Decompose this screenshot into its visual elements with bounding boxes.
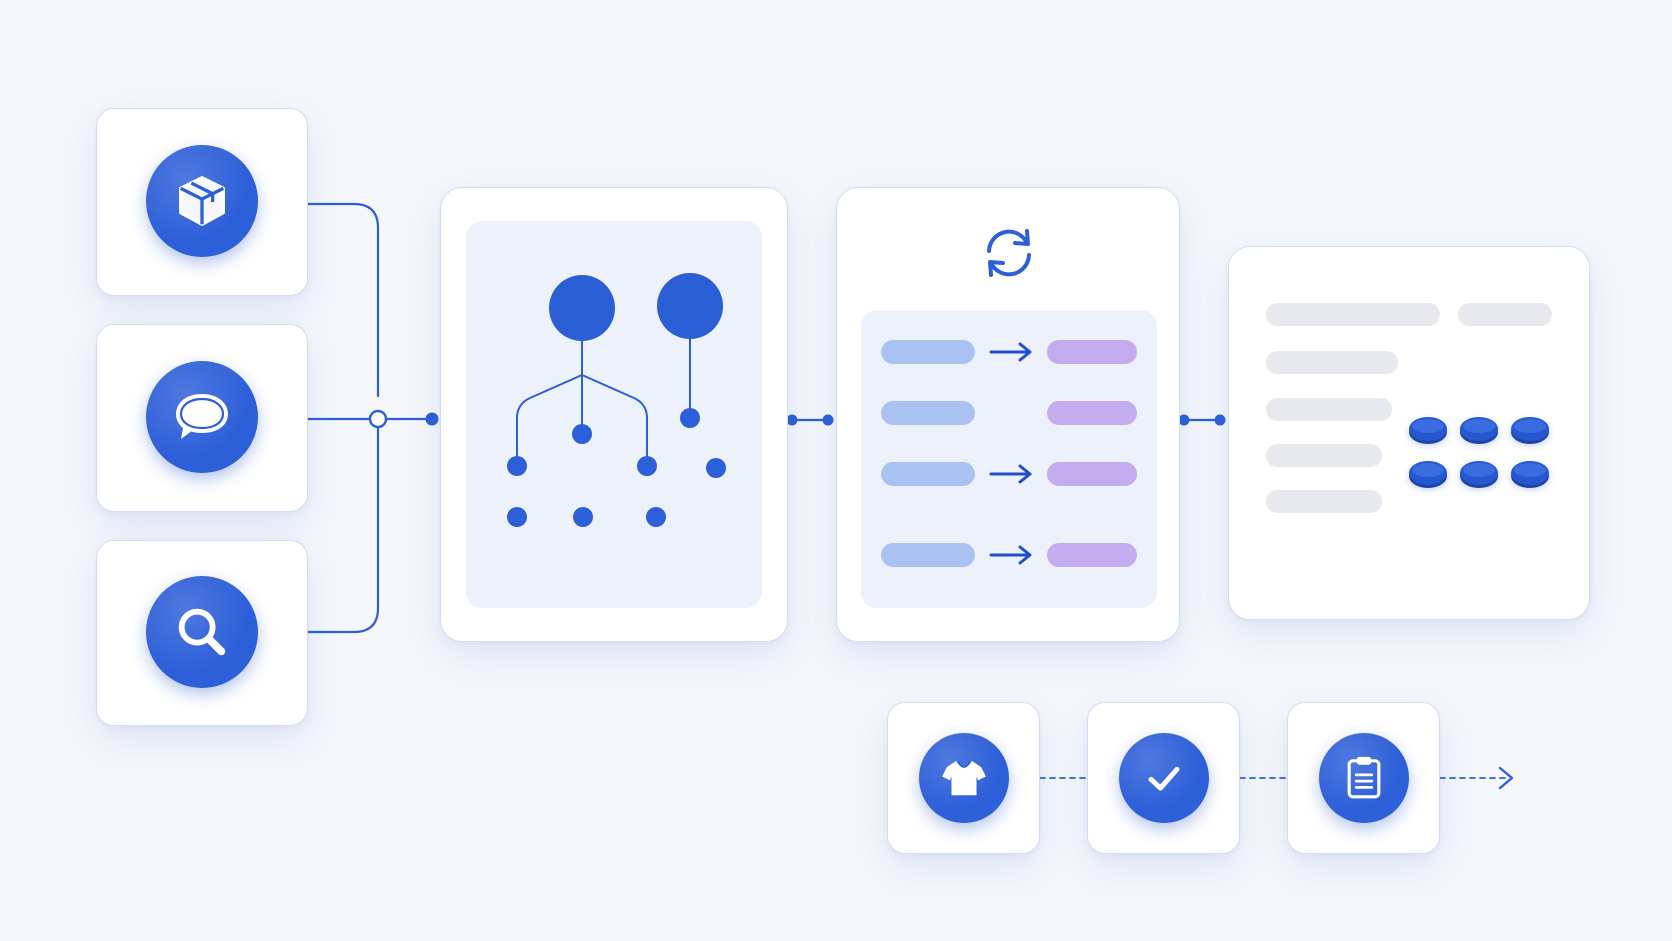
tree-node: [572, 424, 592, 444]
mapping-panel: [861, 310, 1157, 608]
graph-card[interactable]: [440, 187, 788, 642]
output-item-clipboard[interactable]: [1287, 702, 1440, 854]
data-token: [1409, 461, 1447, 485]
target-field: [1047, 543, 1137, 567]
root-node: [657, 273, 723, 339]
connector-dot: [822, 414, 834, 426]
target-field: [1047, 401, 1137, 425]
output-item-check[interactable]: [1087, 702, 1240, 854]
data-token: [1460, 461, 1498, 485]
text-line: [1458, 303, 1552, 326]
dashed-arrowhead: [1498, 766, 1514, 790]
refresh-icon: [977, 221, 1041, 285]
input-connector-top: [306, 202, 380, 398]
connector-dot: [786, 414, 798, 426]
chat-bubble-icon: [146, 361, 258, 473]
shirt-icon: [919, 733, 1009, 823]
tree-node: [507, 456, 527, 476]
source-field: [881, 543, 975, 567]
input-card-box[interactable]: [96, 108, 308, 296]
input-connector-bottom: [306, 424, 380, 634]
input-card-search[interactable]: [96, 540, 308, 726]
source-field: [881, 340, 975, 364]
text-line: [1266, 351, 1398, 374]
data-token: [1511, 461, 1549, 485]
tree-graph: [507, 273, 726, 527]
tree-node: [706, 458, 726, 478]
junction-node: [368, 409, 388, 429]
mapping-arrow: [989, 545, 1032, 565]
text-line: [1266, 490, 1382, 513]
tree-node: [573, 507, 593, 527]
box-icon: [146, 145, 258, 257]
target-field: [1047, 462, 1137, 486]
tree-node: [637, 456, 657, 476]
output-card[interactable]: [1228, 246, 1590, 620]
source-field: [881, 462, 975, 486]
mapping-arrow: [989, 342, 1032, 362]
transform-card[interactable]: [836, 187, 1180, 642]
checkmark-icon: [1119, 733, 1209, 823]
target-field: [1047, 340, 1137, 364]
connector-dot: [1214, 414, 1226, 426]
tree-node: [680, 408, 700, 428]
search-icon: [146, 576, 258, 688]
input-card-chat[interactable]: [96, 324, 308, 512]
output-item-shirt[interactable]: [887, 702, 1040, 854]
text-line: [1266, 398, 1392, 421]
text-line: [1266, 303, 1440, 326]
data-token: [1409, 417, 1447, 441]
data-token: [1460, 417, 1498, 441]
data-token: [1511, 417, 1549, 441]
tree-node: [507, 507, 527, 527]
connector-dot: [425, 412, 439, 426]
source-field: [881, 401, 975, 425]
text-line: [1266, 444, 1382, 467]
root-node: [549, 275, 615, 341]
clipboard-icon: [1319, 733, 1409, 823]
connector-dot: [1178, 414, 1190, 426]
tree-node: [646, 507, 666, 527]
mapping-arrow: [989, 464, 1032, 484]
